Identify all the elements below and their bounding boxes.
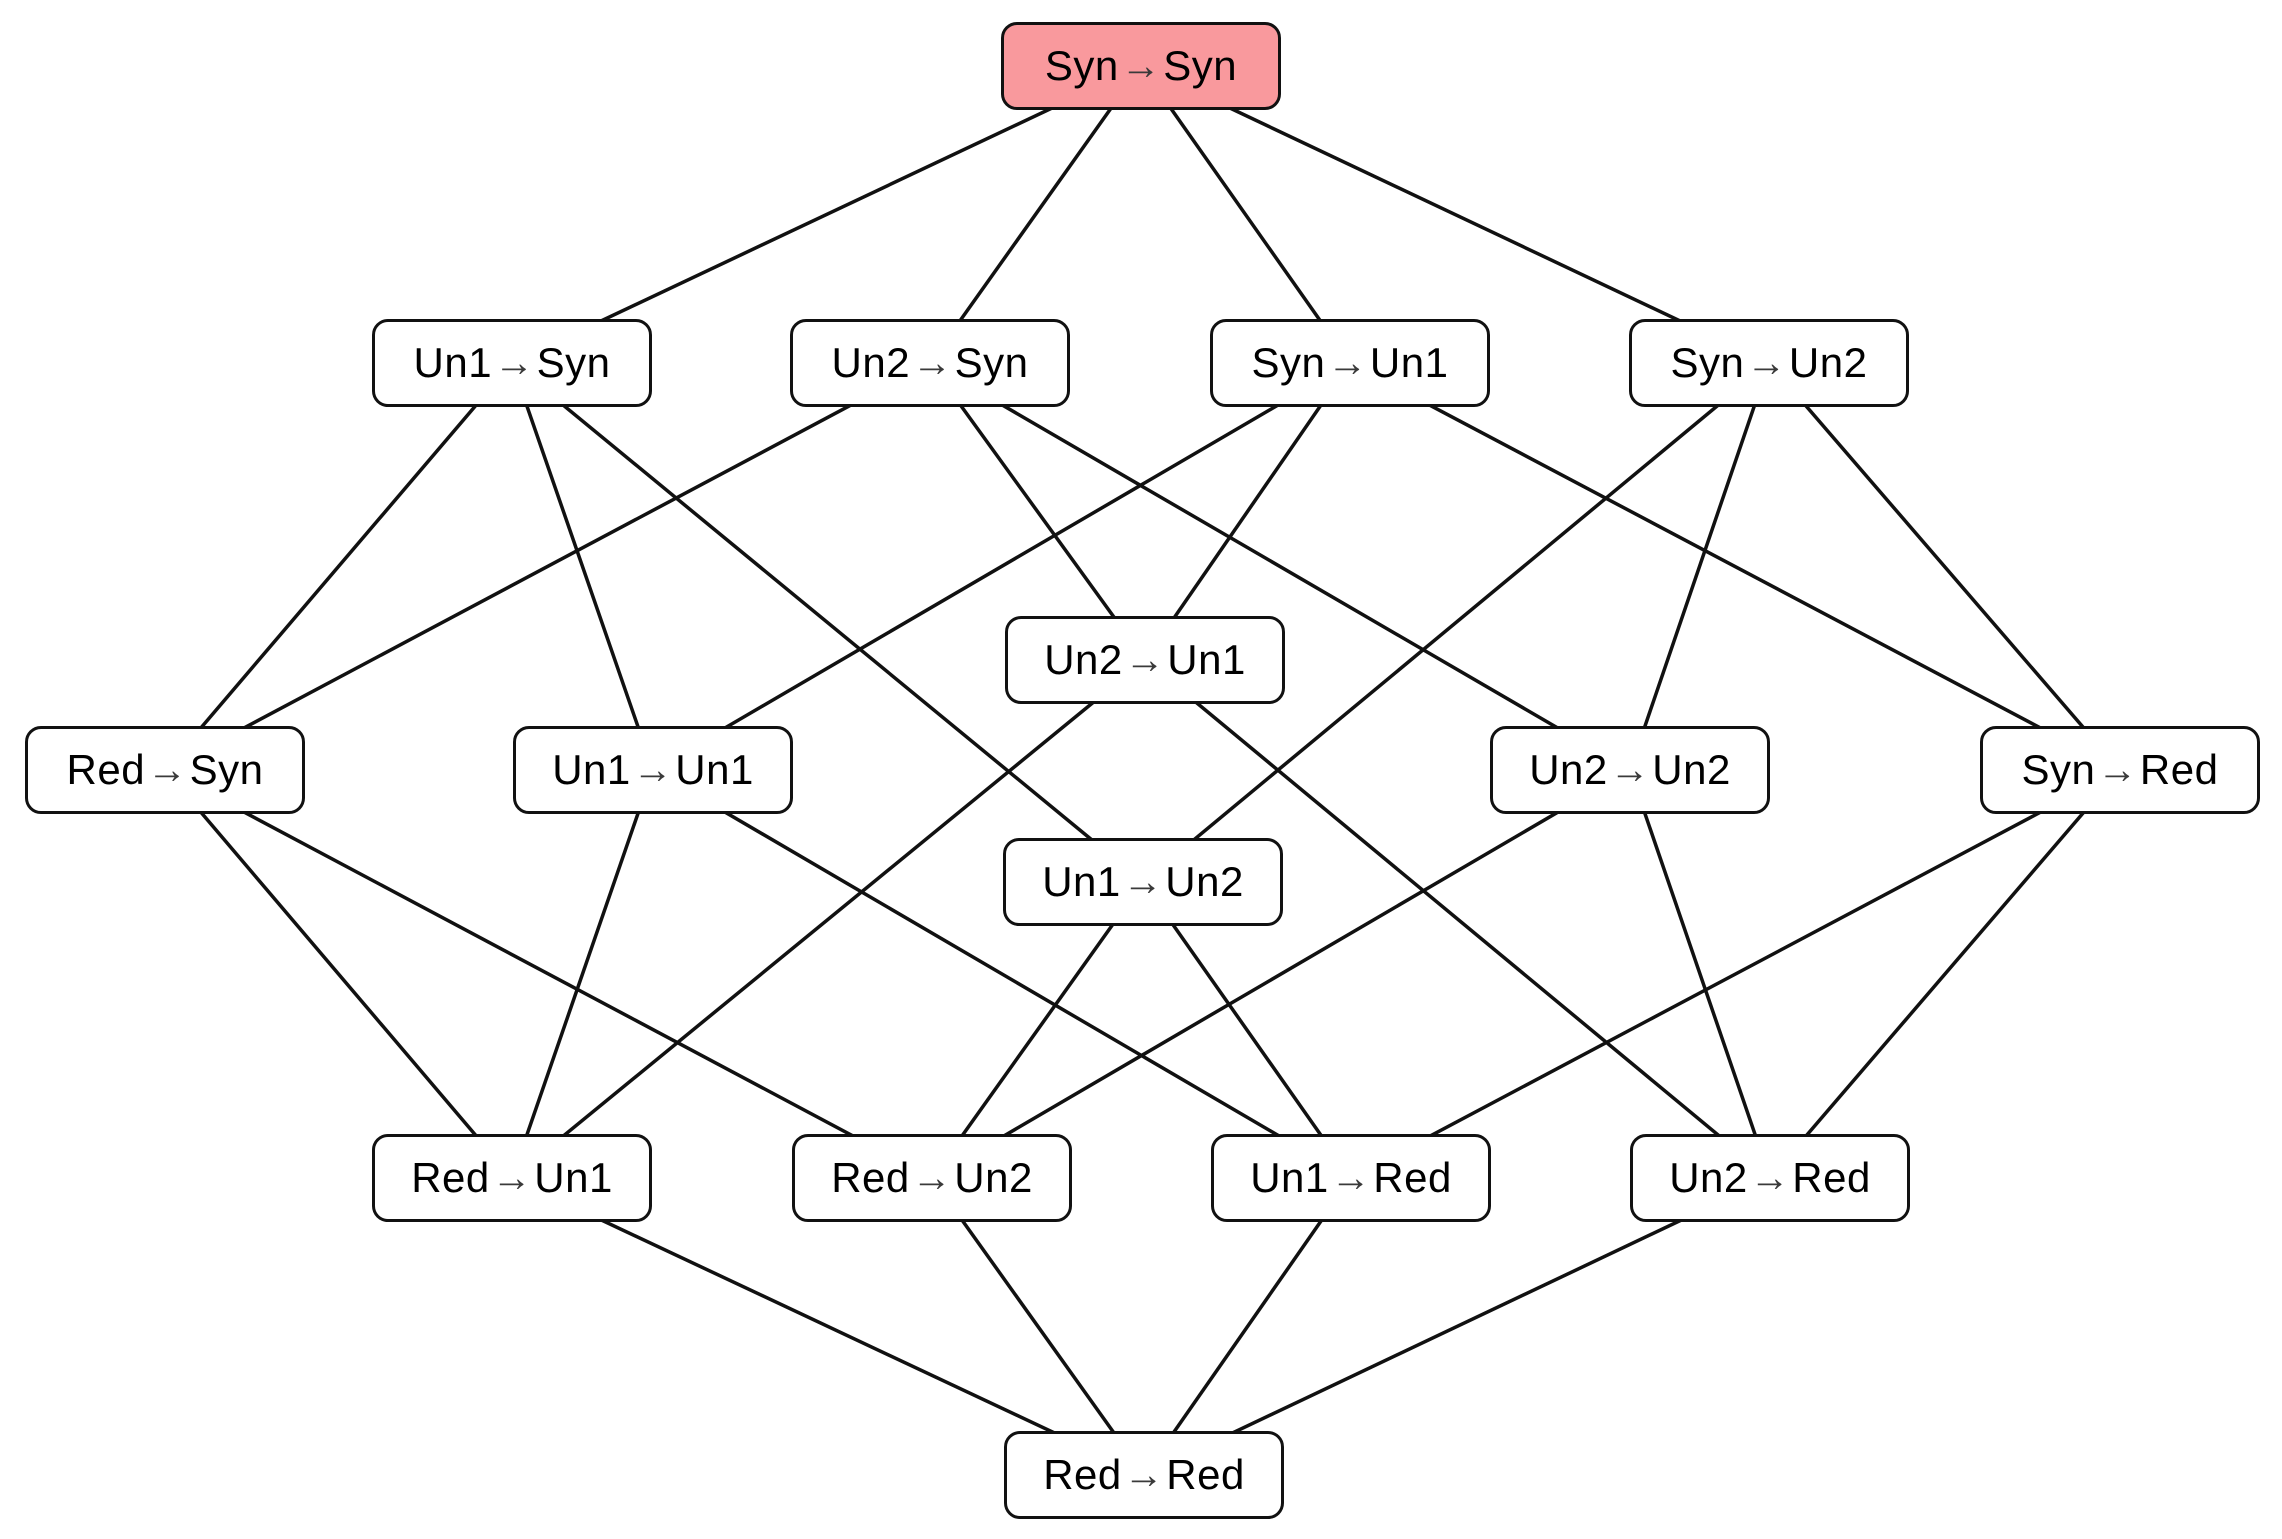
arrow-icon: → [1123, 1452, 1165, 1497]
node-label-from: Red [411, 1154, 490, 1201]
arrow-icon: → [1124, 637, 1166, 682]
arrow-icon: → [911, 1155, 953, 1200]
edge-syn-un2--un2-un2 [1628, 362, 1771, 771]
edge-red-syn--red-un1 [163, 768, 514, 1180]
node-label-from: Red [66, 746, 146, 793]
node-un1-un2: Un1→Un2 [1003, 838, 1283, 926]
arrow-icon: → [1746, 340, 1787, 385]
edge-syn-red--un1-red [1350, 768, 2121, 1180]
edge-red-syn--red-un2 [164, 768, 933, 1180]
edge-syn-un1--un1-un1 [652, 361, 1351, 772]
arrow-icon: → [1609, 747, 1651, 792]
node-label-to: Syn [1163, 42, 1238, 89]
edge-un2-syn--red-syn [164, 361, 931, 772]
node-label-from: Red [831, 1154, 910, 1201]
arrow-icon: → [912, 340, 953, 385]
node-label-from: Un2 [1529, 746, 1608, 793]
node-label-from: Un2 [1669, 1154, 1748, 1201]
arrow-icon: → [494, 340, 535, 385]
node-label-from: Syn [1670, 339, 1745, 386]
edge-un1-syn--un1-un2 [510, 361, 1145, 884]
node-un2-un1: Un2→Un1 [1005, 616, 1285, 704]
arrow-icon: → [1120, 43, 1162, 88]
node-label-to: Un1 [1369, 339, 1449, 386]
edge-un2-un2--un2-red [1628, 769, 1772, 1179]
node-un1-syn: Un1→Syn [372, 319, 652, 407]
edge-syn-un2--un1-un2 [1141, 361, 1771, 884]
node-syn-syn: Syn→Syn [1001, 22, 1281, 110]
node-label-to: Red [1166, 1451, 1245, 1498]
node-syn-un2: Syn→Un2 [1629, 319, 1909, 407]
node-label-to: Red [1792, 1154, 1871, 1201]
arrow-icon: → [1122, 859, 1164, 904]
node-label-to: Un2 [1652, 746, 1731, 793]
edge-un1-syn--un1-un1 [510, 362, 655, 771]
node-label-from: Un1 [413, 339, 493, 386]
node-red-un1: Red→Un1 [372, 1134, 652, 1222]
node-un2-syn: Un2→Syn [790, 319, 1070, 407]
node-label-from: Un1 [552, 746, 631, 793]
node-label-to: Un2 [1165, 858, 1244, 905]
edge-un1-syn--red-syn [163, 361, 514, 772]
edge-red-un1--red-red [511, 1176, 1145, 1477]
edge-syn-syn--un2-syn [928, 64, 1143, 365]
node-label-to: Syn [954, 339, 1029, 386]
edge-un2-un2--red-un2 [931, 768, 1631, 1180]
edge-un1-un1--red-un1 [510, 769, 655, 1179]
arrow-icon: → [491, 1155, 533, 1200]
node-red-syn: Red→Syn [25, 726, 305, 814]
node-label-to: Un1 [675, 746, 754, 793]
arrow-icon: → [632, 747, 674, 792]
node-un2-un2: Un2→Un2 [1490, 726, 1770, 814]
edge-syn-un1--un2-un1 [1143, 362, 1352, 661]
node-label-from: Un2 [831, 339, 911, 386]
edge-un1-red--red-red [1142, 1176, 1353, 1477]
node-label-from: Un1 [1042, 858, 1121, 905]
node-label-to: Syn [536, 339, 611, 386]
edge-syn-syn--syn-un1 [1139, 64, 1352, 365]
edge-un2-syn--un2-un1 [928, 361, 1147, 662]
node-label-from: Un2 [1044, 636, 1123, 683]
node-red-un2: Red→Un2 [792, 1134, 1072, 1222]
node-un2-red: Un2→Red [1630, 1134, 1910, 1222]
edge-syn-un2--syn-red [1767, 361, 2122, 772]
edge-un1-un2--red-un2 [930, 880, 1145, 1180]
node-red-red: Red→Red [1004, 1431, 1284, 1519]
edge-un2-un1--un2-red [1143, 658, 1772, 1180]
node-label-to: Un2 [954, 1154, 1033, 1201]
node-label-to: Red [1373, 1154, 1452, 1201]
node-un1-un1: Un1→Un1 [513, 726, 793, 814]
node-label-to: Syn [189, 746, 264, 793]
edge-syn-red--un2-red [1768, 768, 2122, 1180]
arrow-icon: → [147, 747, 188, 792]
edge-red-un2--red-red [930, 1176, 1146, 1477]
edge-syn-un1--syn-red [1349, 361, 2121, 772]
node-un1-red: Un1→Red [1211, 1134, 1491, 1222]
node-label-from: Syn [2021, 746, 2096, 793]
node-label-to: Red [2139, 746, 2219, 793]
node-label-from: Syn [1251, 339, 1326, 386]
node-label-to: Un1 [534, 1154, 613, 1201]
arrow-icon: → [1327, 340, 1368, 385]
edge-syn-syn--un1-syn [511, 64, 1142, 365]
edge-un1-un2--un1-red [1141, 880, 1353, 1180]
node-label-from: Red [1043, 1451, 1122, 1498]
node-label-from: Syn [1044, 42, 1119, 89]
arrow-icon: → [1330, 1155, 1372, 1200]
edge-un2-syn--un2-un2 [929, 361, 1631, 772]
node-label-to: Un1 [1167, 636, 1246, 683]
edge-un2-un1--red-un1 [510, 658, 1147, 1180]
arrow-icon: → [2097, 747, 2138, 792]
edge-un2-red--red-red [1143, 1176, 1771, 1477]
edge-un1-un1--un1-red [652, 768, 1352, 1180]
edge-syn-syn--syn-un2 [1140, 64, 1770, 365]
node-syn-red: Syn→Red [1980, 726, 2260, 814]
node-syn-un1: Syn→Un1 [1210, 319, 1490, 407]
arrow-icon: → [1749, 1155, 1791, 1200]
node-label-from: Un1 [1250, 1154, 1329, 1201]
node-label-to: Un2 [1788, 339, 1868, 386]
